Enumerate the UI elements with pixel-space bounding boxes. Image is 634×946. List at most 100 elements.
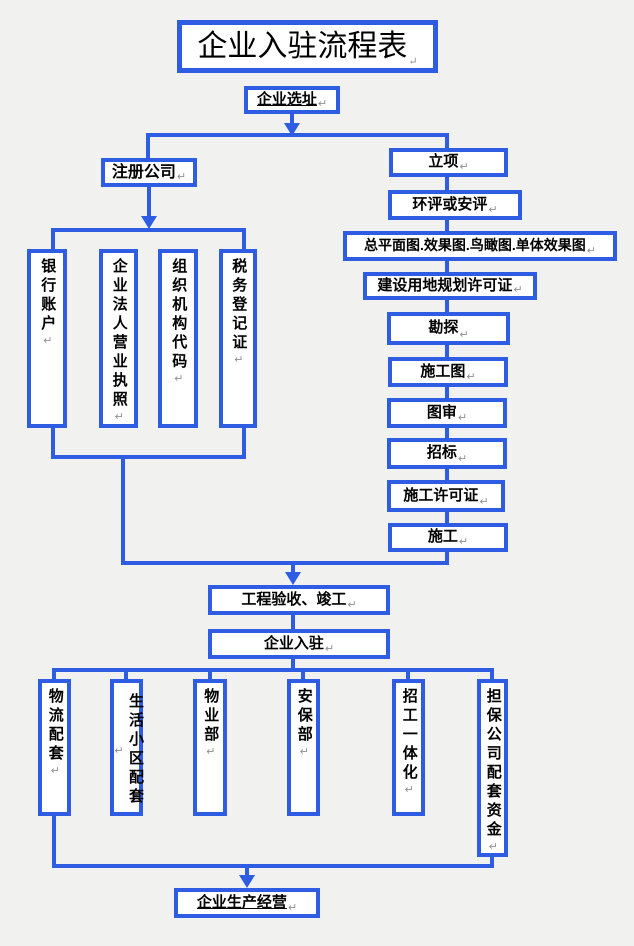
connector-service-stub-5	[406, 668, 410, 679]
connector-docs-stub-right	[242, 228, 246, 249]
production-operation-label: 企业生产经营	[196, 893, 287, 911]
connector-accept-movein	[291, 615, 295, 629]
node-tax-registration[interactable]: 税务登记证↵	[219, 249, 257, 428]
arrow-down-final	[239, 875, 255, 888]
node-bank-account[interactable]: 银行账户↵	[27, 249, 67, 428]
connector-right-1	[445, 177, 449, 190]
recruitment-integration-label: 招工一体化	[400, 688, 418, 783]
return-mark: ↵	[457, 411, 468, 424]
return-mark: ↵	[112, 743, 125, 757]
connector-docs-stub-left	[51, 228, 55, 249]
return-mark: ↵	[459, 160, 469, 173]
return-mark: ↵	[287, 901, 298, 914]
node-register-company[interactable]: 注册公司↵	[101, 158, 197, 187]
connector-accept-stem	[291, 565, 295, 574]
connector-docs-bottom-stub-left	[51, 428, 55, 459]
connector-right-2	[445, 220, 449, 231]
connector-right-6	[445, 387, 449, 398]
node-construction-drawings[interactable]: 施工图↵	[388, 357, 508, 387]
return-mark: ↵	[324, 642, 335, 655]
connector-bottom-stub-right	[490, 857, 494, 868]
return-mark: ↵	[408, 55, 418, 68]
construction-label: 施工	[427, 528, 458, 546]
connector-merge-horizontal	[121, 561, 449, 565]
node-land-planning-permit[interactable]: 建设用地规划许可证↵	[363, 272, 537, 300]
connector-right-5	[445, 345, 449, 357]
node-logistics-support[interactable]: 物流配套↵	[38, 679, 71, 816]
connector-service-stub-4	[301, 668, 305, 679]
node-title[interactable]: 企业入驻流程表↵	[177, 20, 438, 73]
connector-right-9	[445, 512, 449, 523]
return-mark: ↵	[457, 452, 468, 465]
connector-drop-left	[146, 133, 150, 159]
return-mark: ↵	[347, 598, 357, 611]
connector-right-4	[445, 300, 449, 312]
connector-service-stub-6	[490, 668, 494, 679]
connector-top-split	[146, 133, 449, 137]
connector-right-7	[445, 428, 449, 438]
connector-service-stub-1	[52, 668, 56, 679]
return-mark: ↵	[112, 410, 125, 423]
survey-label: 勘探	[428, 319, 459, 337]
node-business-license[interactable]: 企业法人营业执照↵	[99, 249, 138, 428]
node-property-dept[interactable]: 物业部↵	[193, 679, 227, 816]
construction-drawings-label: 施工图	[420, 362, 466, 380]
connector-docs-bracket-bottom	[51, 455, 246, 459]
register-company-label: 注册公司	[111, 163, 176, 181]
node-site-selection[interactable]: 企业选址↵	[244, 86, 340, 114]
node-acceptance-completion[interactable]: 工程验收、竣工↵	[208, 585, 390, 615]
connector-right-branch-drop	[445, 552, 449, 565]
return-mark: ↵	[172, 372, 185, 385]
drawing-review-label: 图审	[426, 403, 457, 421]
return-mark: ↵	[459, 328, 469, 341]
node-survey[interactable]: 勘探↵	[387, 312, 510, 345]
node-project-approval[interactable]: 立项↵	[389, 148, 508, 177]
bank-account-label: 银行账户	[39, 258, 57, 334]
node-org-code[interactable]: 组织机构代码↵	[158, 249, 198, 428]
project-approval-label: 立项	[428, 153, 459, 171]
return-mark: ↵	[479, 495, 489, 508]
node-construction-permit[interactable]: 施工许可证↵	[387, 480, 505, 512]
node-plans-renderings[interactable]: 总平面图.效果图.鸟瞰图.单体效果图↵	[343, 231, 617, 261]
connector-service-stub-3	[208, 668, 212, 679]
enterprise-movein-label: 企业入驻	[263, 634, 324, 652]
acceptance-completion-label: 工程验收、竣工	[241, 590, 347, 608]
node-residential-support[interactable]: 生活小区配套↵	[110, 679, 144, 816]
return-mark: ↵	[41, 334, 54, 347]
node-production-operation[interactable]: 企业生产经营↵	[174, 888, 320, 918]
node-enterprise-movein[interactable]: 企业入驻↵	[208, 629, 390, 659]
title-label: 企业入驻流程表	[197, 30, 408, 63]
node-drawing-review[interactable]: 图审↵	[387, 398, 507, 428]
node-security-dept[interactable]: 安保部↵	[287, 679, 320, 816]
return-mark: ↵	[488, 203, 498, 216]
connector-movein-stem	[291, 659, 295, 670]
site-selection-label: 企业选址	[256, 90, 317, 108]
bidding-label: 招标	[426, 444, 457, 462]
residential-support-label: 生活小区配套	[127, 693, 144, 807]
land-planning-permit-label: 建设用地规划许可证	[377, 276, 513, 294]
connector-bottom-merge	[52, 864, 494, 868]
connector-site-stem	[290, 112, 294, 125]
connector-right-8	[445, 469, 449, 480]
node-environmental-safety-assessment[interactable]: 环评或安评↵	[388, 190, 522, 220]
return-mark: ↵	[232, 353, 245, 366]
security-dept-label: 安保部	[295, 688, 313, 745]
property-dept-label: 物业部	[202, 688, 220, 745]
return-mark: ↵	[513, 283, 523, 296]
return-mark: ↵	[402, 783, 415, 796]
connector-right-3	[445, 261, 449, 272]
connector-docs-bottom-stub-right	[242, 428, 246, 459]
node-construction[interactable]: 施工↵	[388, 523, 508, 552]
arrow-down-docs	[141, 216, 157, 229]
node-bidding[interactable]: 招标↵	[387, 438, 507, 469]
node-guarantee-funds[interactable]: 担保公司配套资金↵	[477, 679, 508, 857]
arrow-down-split	[284, 123, 300, 136]
node-recruitment-integration[interactable]: 招工一体化↵	[392, 679, 425, 816]
connector-services-split	[52, 668, 494, 672]
environmental-safety-assessment-label: 环评或安评	[412, 195, 488, 213]
return-mark: ↵	[486, 840, 499, 853]
return-mark: ↵	[176, 170, 187, 183]
connector-register-stem	[147, 187, 151, 218]
return-mark: ↵	[297, 745, 310, 758]
